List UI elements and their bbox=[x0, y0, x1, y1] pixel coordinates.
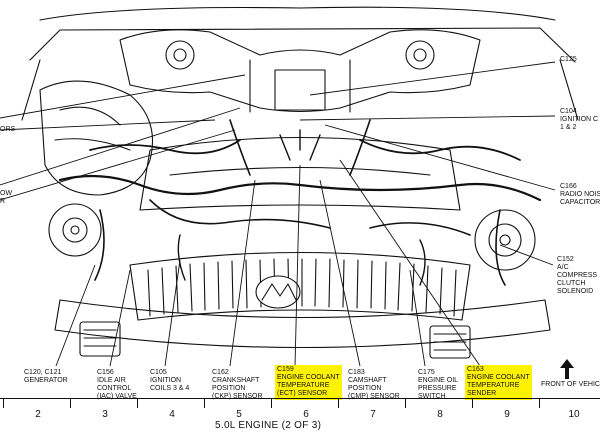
grid-column-number: 3 bbox=[102, 409, 108, 420]
front-of-vehicle-label: FRONT OF VEHIC bbox=[541, 381, 600, 388]
ruler-tick bbox=[271, 398, 272, 408]
grid-column-number: 10 bbox=[568, 409, 580, 420]
connector-label-c166: C166 RADIO NOIS CAPACITOR bbox=[560, 183, 600, 206]
grid-column-number: 7 bbox=[370, 409, 376, 420]
ruler-tick bbox=[204, 398, 205, 408]
grid-column-number: 5 bbox=[236, 409, 242, 420]
grid-column-number: 2 bbox=[35, 409, 41, 420]
diagram-caption: 5.0L ENGINE (2 OF 3) bbox=[215, 420, 322, 431]
ruler-tick bbox=[405, 398, 406, 408]
connector-label-c125: C125 bbox=[560, 56, 577, 63]
ruler-tick bbox=[472, 398, 473, 408]
ruler-tick bbox=[338, 398, 339, 408]
connector-label-left-ors: ORS bbox=[0, 126, 16, 133]
ruler-tick bbox=[539, 398, 540, 408]
connector-label-c175: C175 ENGINE OIL PRESSURE SWITCH bbox=[418, 369, 459, 400]
grid-column-number: 6 bbox=[303, 409, 309, 420]
connector-label-c183: C183 CAMSHAFT POSITION (CMP) SENSOR bbox=[348, 369, 400, 400]
front-arrow-icon bbox=[560, 359, 574, 379]
connector-label-c152: C152 A/C COMPRESS CLUTCH SOLENOID bbox=[557, 256, 598, 295]
connector-label-c156: C156 IDLE AIR CONTROL (IAC) VALVE bbox=[97, 369, 137, 400]
connector-label-left-ow: OW R bbox=[0, 190, 13, 205]
connector-label-c162: C162 CRANKSHAFT POSITION (CKP) SENSOR bbox=[212, 369, 263, 400]
ruler-tick bbox=[3, 398, 4, 408]
grid-column-number: 9 bbox=[504, 409, 510, 420]
connector-label-c104: C104 IGNITION C 1 & 2 bbox=[560, 108, 599, 131]
connector-label-c159: C159 ENGINE COOLANT TEMPERATURE (ECT) SE… bbox=[275, 365, 342, 400]
ruler-tick bbox=[137, 398, 138, 408]
grid-column-number: 8 bbox=[437, 409, 443, 420]
grid-column-number: 4 bbox=[169, 409, 175, 420]
connector-label-c120: C120, C121 GENERATOR bbox=[24, 369, 68, 384]
ruler-tick bbox=[70, 398, 71, 408]
connector-label-c105: C105 IGNITION COILS 3 & 4 bbox=[150, 369, 190, 392]
grid-ruler bbox=[0, 398, 600, 436]
connector-label-c163: C163 ENGINE COOLANT TEMPERATURE SENDER bbox=[465, 365, 532, 400]
